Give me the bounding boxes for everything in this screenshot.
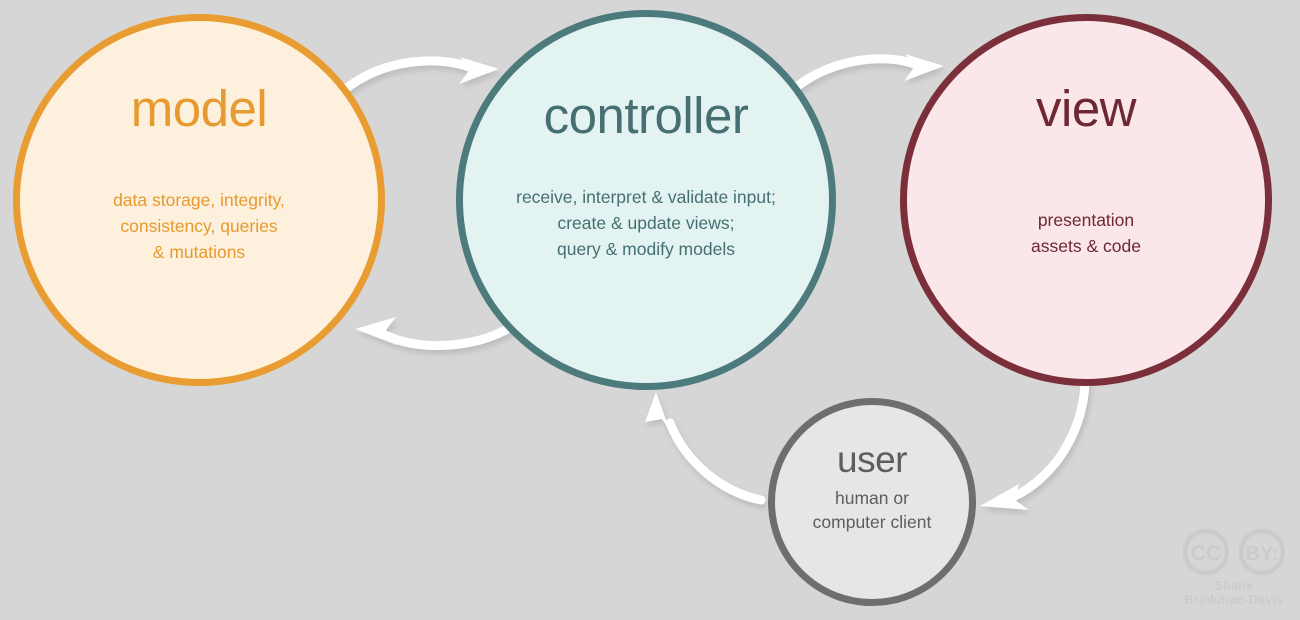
- node-controller-desc-line: query & modify models: [556, 239, 735, 259]
- node-user-description: human or computer client: [813, 486, 932, 534]
- author-credit: Shane Brinkman-Davis: [1184, 579, 1283, 607]
- node-model[interactable]: model data storage, integrity, consisten…: [13, 14, 385, 386]
- node-model-desc-line: consistency, queries: [120, 216, 278, 236]
- node-user-desc-line: human or: [835, 488, 909, 508]
- arrow-controller-to-view: [790, 54, 944, 93]
- arrow-user-to-controller: [645, 392, 766, 505]
- cc-by-icon: BY:: [1238, 528, 1286, 576]
- arrow-view-to-user: [980, 378, 1090, 510]
- node-controller-title: controller: [543, 87, 749, 144]
- node-model-title: model: [130, 80, 268, 137]
- node-controller[interactable]: controller receive, interpret & validate…: [456, 10, 836, 390]
- node-view-description: presentation assets & code: [1031, 207, 1141, 259]
- node-user-desc-line: computer client: [812, 512, 932, 532]
- node-controller-desc-line: create & update views;: [557, 213, 735, 233]
- node-view-desc-line: presentation: [1037, 210, 1135, 230]
- by-icon-label: BY:: [1246, 543, 1279, 565]
- node-view-desc-line: assets & code: [1031, 236, 1141, 256]
- node-user-title: user: [837, 439, 907, 480]
- author-credit-line: Shane: [1214, 579, 1254, 593]
- node-model-desc-line: data storage, integrity,: [113, 190, 285, 210]
- creative-commons-icon: CC: [1182, 528, 1230, 576]
- node-model-desc-line: & mutations: [152, 242, 246, 262]
- arrow-controller-to-model: [355, 317, 516, 350]
- node-user[interactable]: user human or computer client: [768, 398, 976, 606]
- node-view-title: view: [1035, 80, 1137, 137]
- arrow-model-to-controller: [338, 56, 499, 96]
- node-view[interactable]: view presentation assets & code: [900, 14, 1272, 386]
- author-credit-line: Brinkman-Davis: [1184, 593, 1284, 607]
- node-controller-description: receive, interpret & validate input; cre…: [516, 184, 776, 262]
- node-model-description: data storage, integrity, consistency, qu…: [113, 187, 285, 265]
- cc-icon-label: CC: [1191, 542, 1221, 565]
- node-controller-desc-line: receive, interpret & validate input;: [516, 187, 776, 207]
- cc-icon-group: CC BY:: [1181, 527, 1287, 577]
- creative-commons-badge[interactable]: CC BY: Shane Brinkman-Davis: [1178, 527, 1290, 607]
